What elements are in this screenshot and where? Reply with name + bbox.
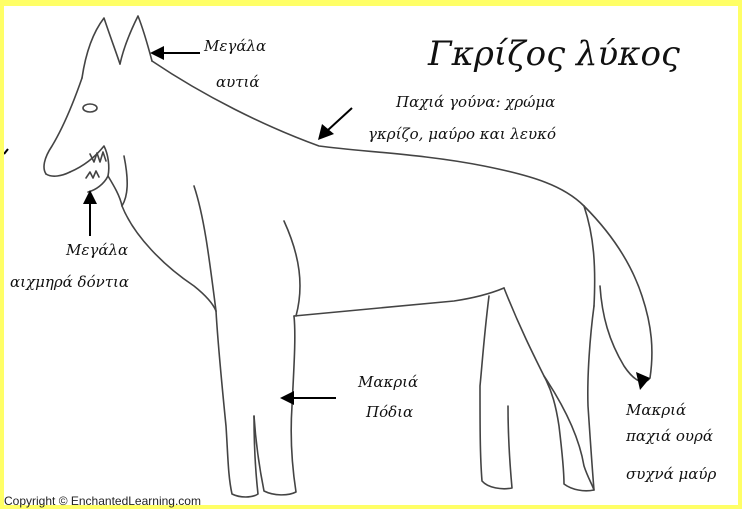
wolf-outline <box>44 16 652 497</box>
left-ear <box>82 18 120 78</box>
teeth-arrowhead <box>83 190 97 204</box>
hind-leg <box>504 288 594 491</box>
snout-top <box>44 78 82 174</box>
label-teeth-line-2: αιχμηρά δόντια <box>10 272 129 292</box>
label-ears-line-2: αυτιά <box>216 72 260 92</box>
fur-arrow-line <box>328 108 352 130</box>
teeth <box>86 152 106 178</box>
front-leg-back <box>216 311 258 497</box>
copyright-notice: Copyright © EnchantedLearning.com <box>4 494 201 508</box>
label-ears-line-1: Μεγάλα <box>204 36 266 56</box>
jaw-line <box>122 156 127 206</box>
front-leg-front <box>254 316 296 495</box>
right-ear <box>120 16 152 64</box>
label-tail-line-3: συχνά μαύρ <box>626 464 716 484</box>
chest-line <box>284 221 300 316</box>
belly <box>294 288 504 316</box>
diagram-title: Γκρίζος λύκος <box>428 34 680 74</box>
nose <box>46 172 70 176</box>
label-fur-line-2: γκρίζο, μαύρο και λευκό <box>368 124 556 144</box>
diagram-canvas: Γκρίζος λύκος Μεγάλα αυτιά Παχιά γούνα: … <box>4 6 738 505</box>
label-legs-line-1: Μακριά <box>358 372 418 392</box>
ears-arrowhead <box>150 46 164 60</box>
rump <box>584 206 595 306</box>
edge-tick <box>4 149 8 154</box>
shoulder <box>194 186 216 311</box>
label-tail-line-2: παχιά ουρά <box>626 426 713 446</box>
label-teeth-line-1: Μεγάλα <box>66 240 128 260</box>
eye <box>83 104 97 112</box>
rear-thigh <box>480 296 512 489</box>
label-fur-line-1: Παχιά γούνα: χρώμα <box>396 92 555 112</box>
label-tail-line-1: Μακριά <box>626 400 686 420</box>
label-legs-line-2: Πόδια <box>366 402 413 422</box>
legs-arrowhead <box>280 391 294 405</box>
